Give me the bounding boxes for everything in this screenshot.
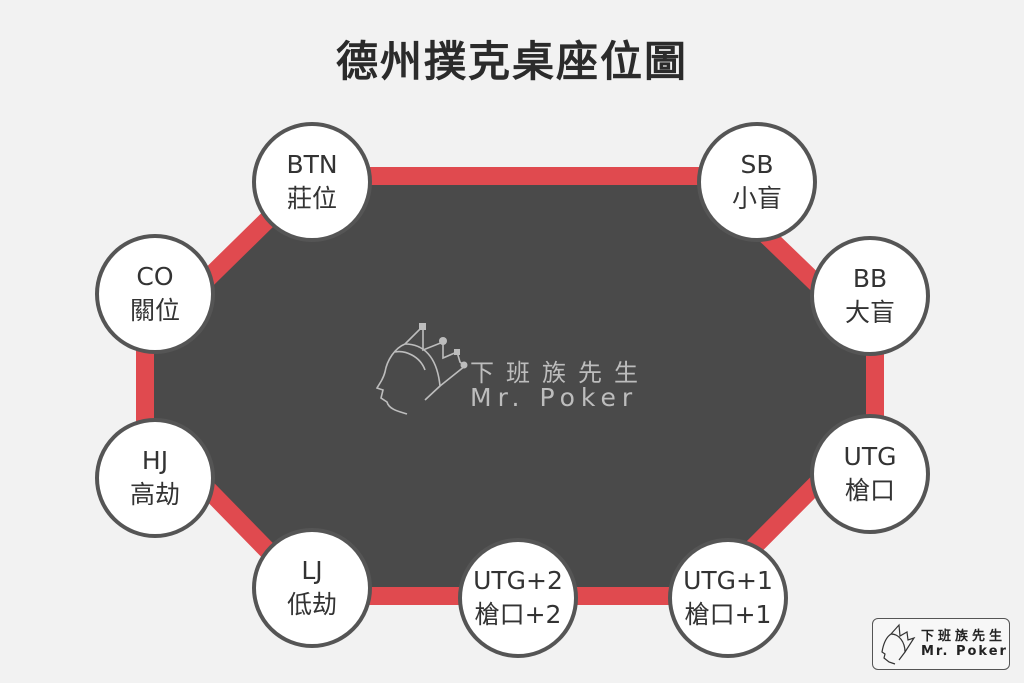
seat-code: BTN bbox=[286, 150, 338, 179]
seat-code: UTG+2 bbox=[473, 566, 563, 595]
seat-name: 槍口 bbox=[844, 476, 895, 505]
seat-co: CO 關位 bbox=[95, 234, 215, 354]
badge-english: Mr. Poker bbox=[921, 644, 1008, 659]
seat-code: UTG+1 bbox=[683, 566, 773, 595]
seat-name: 槍口+2 bbox=[474, 600, 562, 629]
watermark-badge: 下班族先生 Mr. Poker bbox=[872, 618, 1010, 670]
seat-utg1: UTG+1 槍口+1 bbox=[668, 538, 788, 658]
seat-name: 小盲 bbox=[731, 184, 782, 213]
seat-utg2: UTG+2 槍口+2 bbox=[458, 538, 578, 658]
seat-name: 莊位 bbox=[286, 184, 337, 213]
seat-code: UTG bbox=[843, 442, 897, 471]
crown-head-icon bbox=[375, 323, 468, 415]
seat-hj: HJ 高劫 bbox=[95, 418, 215, 538]
seat-name: 高劫 bbox=[129, 480, 180, 509]
seat-code: SB bbox=[740, 150, 774, 179]
page-title: 德州撲克桌座位圖 bbox=[335, 37, 688, 86]
seat-utg: UTG 槍口 bbox=[810, 414, 930, 534]
seat-code: HJ bbox=[141, 446, 169, 475]
crown-head-icon bbox=[881, 623, 916, 665]
seat-name: 低劫 bbox=[286, 590, 337, 619]
seat-bb: BB 大盲 bbox=[810, 236, 930, 356]
seat-code: LJ bbox=[301, 556, 323, 585]
seat-code: BB bbox=[852, 264, 888, 293]
seat-name: 關位 bbox=[129, 296, 180, 325]
logo-chinese: 下班族先生 bbox=[470, 359, 650, 387]
seat-lj: LJ 低劫 bbox=[252, 528, 372, 648]
badge-chinese: 下班族先生 bbox=[921, 629, 1007, 644]
seat-name: 大盲 bbox=[844, 298, 895, 327]
seat-sb: SB 小盲 bbox=[697, 122, 817, 242]
seat-name: 槍口+1 bbox=[684, 600, 772, 629]
seat-btn: BTN 莊位 bbox=[252, 122, 372, 242]
seat-code: CO bbox=[136, 262, 174, 291]
logo-english: Mr. Poker bbox=[470, 383, 639, 412]
